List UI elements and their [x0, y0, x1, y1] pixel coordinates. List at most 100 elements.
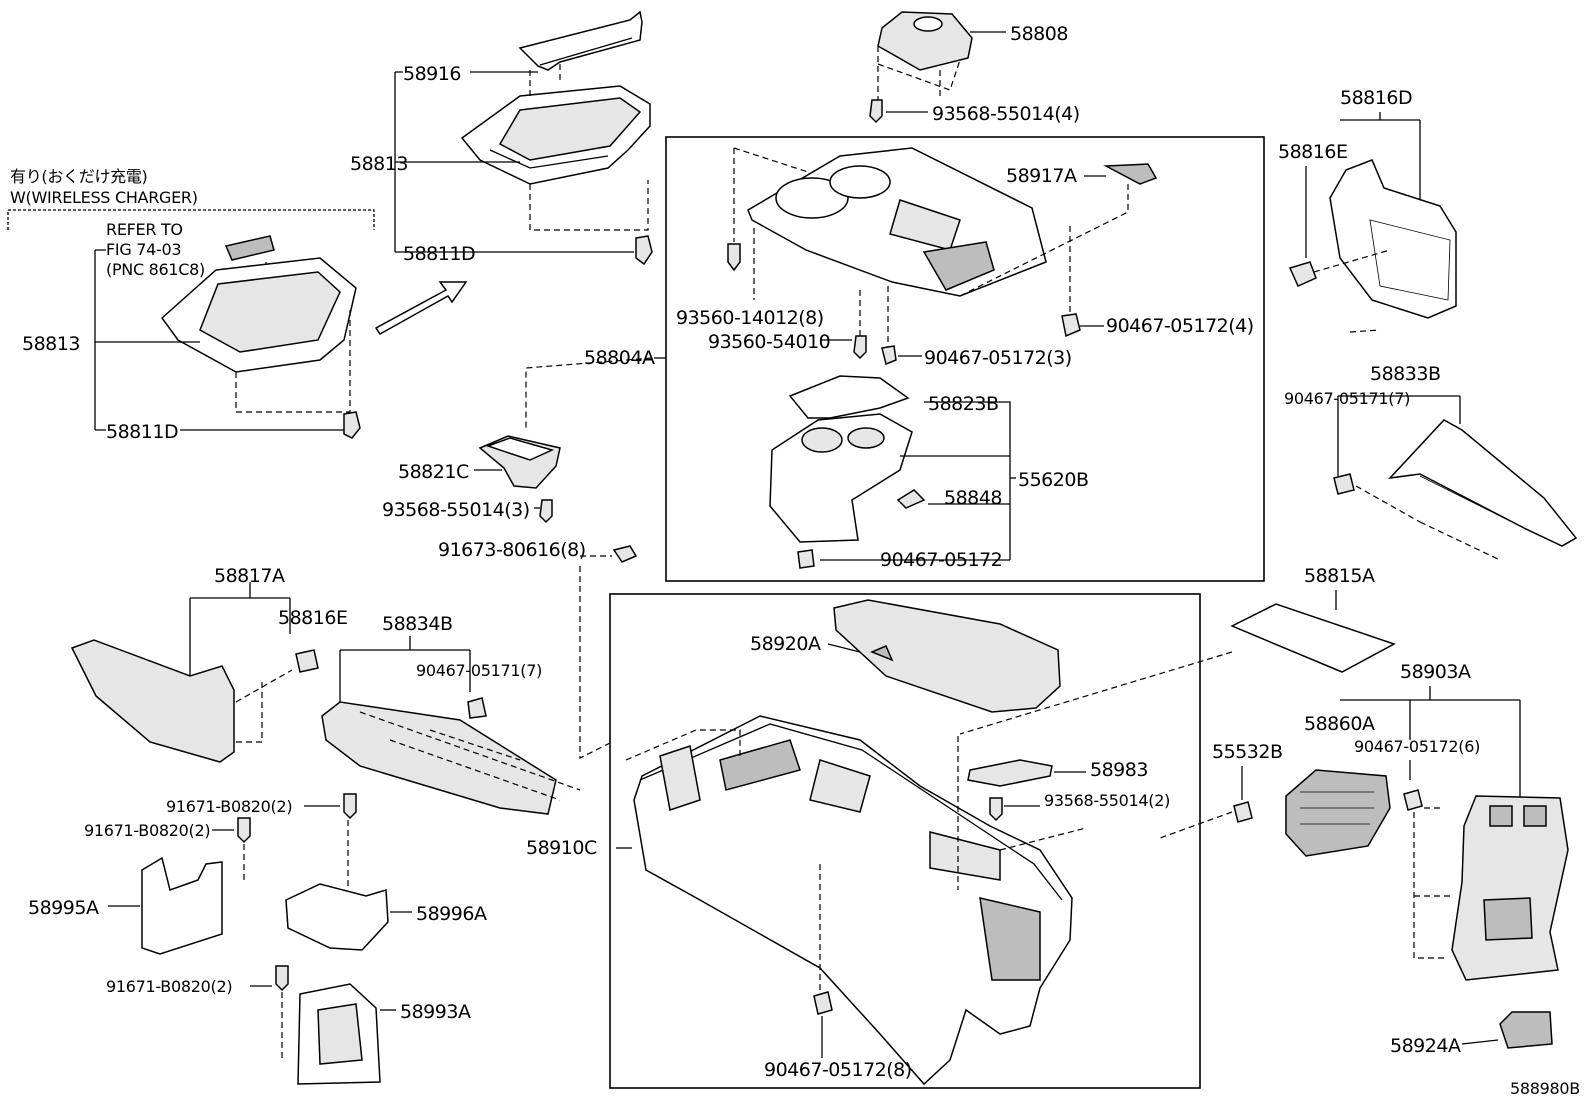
label-58821C[interactable]: 58821C	[398, 461, 469, 483]
part-91671-B0820-bolt-b[interactable]	[237, 817, 251, 844]
part-upper-console-panel[interactable]	[747, 147, 1047, 297]
label-90467-05171-7-left[interactable]: 90467-05171(7)	[416, 661, 542, 680]
part-90467-05172-clip-cup[interactable]	[797, 549, 815, 569]
label-90467-05172[interactable]: 90467-05172	[880, 549, 1003, 571]
arrow-to-console	[374, 281, 468, 335]
label-58910C[interactable]: 58910C	[526, 837, 597, 859]
label-90467-05171-7-right[interactable]: 90467-05171(7)	[1284, 389, 1410, 408]
part-58813-box-left[interactable]	[160, 257, 357, 373]
label-58860A[interactable]: 58860A	[1304, 713, 1375, 735]
part-58916-lid[interactable]	[518, 10, 643, 71]
part-58903A-rear-panel[interactable]	[1451, 795, 1569, 981]
label-91671-B0820-2-a[interactable]: 91671-B0820(2)	[166, 797, 293, 816]
label-93568-55014-3[interactable]: 93568-55014(3)	[382, 499, 530, 521]
label-58917A[interactable]: 58917A	[1006, 165, 1077, 187]
part-58924A-button[interactable]	[1499, 1011, 1553, 1049]
label-58823B[interactable]: 58823B	[928, 393, 999, 415]
part-90467-05172-clip-8[interactable]	[813, 991, 833, 1015]
part-wireless-charger-module[interactable]	[224, 235, 275, 261]
part-58917A-trim[interactable]	[1103, 163, 1158, 185]
wireless-charger-bracket	[7, 209, 375, 230]
label-93568-55014-4[interactable]: 93568-55014(4)	[932, 103, 1080, 125]
label-58848[interactable]: 58848	[944, 487, 1002, 509]
label-90467-05172-3[interactable]: 90467-05172(3)	[924, 347, 1072, 369]
part-58848-pad[interactable]	[896, 489, 926, 509]
part-55532B-clip[interactable]	[1233, 801, 1253, 823]
part-93568-55014-screw-2[interactable]	[989, 797, 1003, 822]
label-58833B[interactable]: 58833B	[1370, 363, 1441, 385]
label-58903A[interactable]: 58903A	[1400, 661, 1471, 683]
refer-note-line3: (PNC 861C8)	[106, 260, 205, 279]
part-93568-55014-screw-3[interactable]	[539, 499, 553, 524]
part-58813-box-top[interactable]	[460, 85, 651, 185]
part-58821C-tray[interactable]	[478, 435, 561, 489]
part-91671-B0820-bolt-a[interactable]	[343, 793, 357, 820]
part-91673-80616-bolt[interactable]	[612, 545, 638, 563]
part-90467-05171-clip-right[interactable]	[1333, 473, 1355, 495]
label-90467-05172-8[interactable]: 90467-05172(8)	[764, 1059, 912, 1081]
label-90467-05172-6[interactable]: 90467-05172(6)	[1354, 737, 1480, 756]
label-58996A[interactable]: 58996A	[416, 903, 487, 925]
part-90467-05172-clip-4[interactable]	[1061, 313, 1081, 338]
part-58983-plate[interactable]	[967, 759, 1053, 787]
upper-panel-group-box	[665, 136, 1265, 582]
label-93560-54010[interactable]: 93560-54010	[708, 331, 831, 353]
console-box-group-box	[609, 593, 1201, 1089]
label-91671-B0820-2-c[interactable]: 91671-B0820(2)	[106, 977, 233, 996]
refer-note-line2: FIG 74-03	[106, 240, 181, 259]
label-55532B[interactable]: 55532B	[1212, 741, 1283, 763]
part-93568-55014-screw-top[interactable]	[869, 99, 883, 124]
part-91671-B0820-bolt-c[interactable]	[275, 965, 289, 992]
part-58996A-bracket[interactable]	[285, 883, 389, 951]
label-58804A[interactable]: 58804A	[584, 347, 655, 369]
part-58920A-armrest-lid[interactable]	[833, 599, 1061, 713]
label-58916[interactable]: 58916	[403, 63, 461, 85]
label-55620B[interactable]: 55620B	[1018, 469, 1089, 491]
label-58817A[interactable]: 58817A	[214, 565, 285, 587]
part-58816E-clip-right[interactable]	[1288, 261, 1317, 287]
label-58811D-top[interactable]: 58811D	[403, 243, 476, 265]
part-58816D-side-panel[interactable]	[1329, 159, 1457, 319]
label-58983[interactable]: 58983	[1090, 759, 1148, 781]
label-91671-B0820-2-b[interactable]: 91671-B0820(2)	[84, 821, 211, 840]
part-58834B-rail-left[interactable]	[321, 701, 557, 815]
part-93560-54010-screw[interactable]	[853, 335, 867, 360]
part-58833B-rail[interactable]	[1388, 419, 1578, 547]
part-58993A-bracket[interactable]	[297, 983, 381, 1085]
label-58813-left[interactable]: 58813	[22, 333, 80, 355]
label-90467-05172-4[interactable]: 90467-05172(4)	[1106, 315, 1254, 337]
label-58924A[interactable]: 58924A	[1390, 1035, 1461, 1057]
part-90467-05172-clip-3[interactable]	[881, 345, 897, 366]
part-90467-05172-clip-6[interactable]	[1403, 789, 1423, 811]
part-55620B-cup-holder[interactable]	[769, 413, 913, 543]
label-93560-14012-8[interactable]: 93560-14012(8)	[676, 307, 824, 329]
label-58920A[interactable]: 58920A	[750, 633, 821, 655]
part-90467-05171-clip-left[interactable]	[467, 697, 487, 719]
part-58995A-bracket[interactable]	[141, 856, 223, 955]
part-58816E-clip-left[interactable]	[295, 649, 319, 673]
part-58860A-vent[interactable]	[1285, 769, 1391, 857]
label-58993A[interactable]: 58993A	[400, 1001, 471, 1023]
part-58910C-console-box[interactable]	[633, 715, 1073, 1086]
label-58808[interactable]: 58808	[1010, 23, 1068, 45]
label-58816D[interactable]: 58816D	[1340, 87, 1413, 109]
part-58808-shift-boot[interactable]	[877, 11, 973, 71]
part-58811D-clip-left[interactable]	[343, 411, 361, 439]
label-58815A[interactable]: 58815A	[1304, 565, 1375, 587]
label-58811D-left[interactable]: 58811D	[106, 421, 179, 443]
label-58995A[interactable]: 58995A	[28, 897, 99, 919]
part-93560-14012-screw[interactable]	[727, 243, 741, 272]
part-58817A-side-trim[interactable]	[70, 639, 235, 763]
label-91673-80616-8[interactable]: 91673-80616(8)	[438, 539, 586, 561]
label-93568-55014-2[interactable]: 93568-55014(2)	[1044, 791, 1170, 810]
label-58816E-right[interactable]: 58816E	[1278, 141, 1348, 163]
diagram-code: 588980B	[1510, 1079, 1580, 1098]
part-58815A-pad[interactable]	[1230, 603, 1396, 673]
part-58823B-mat[interactable]	[788, 375, 910, 419]
label-58834B[interactable]: 58834B	[382, 613, 453, 635]
label-58813-top[interactable]: 58813	[350, 153, 408, 175]
part-58811D-clip-top[interactable]	[635, 235, 653, 266]
label-58816E-left[interactable]: 58816E	[278, 607, 348, 629]
